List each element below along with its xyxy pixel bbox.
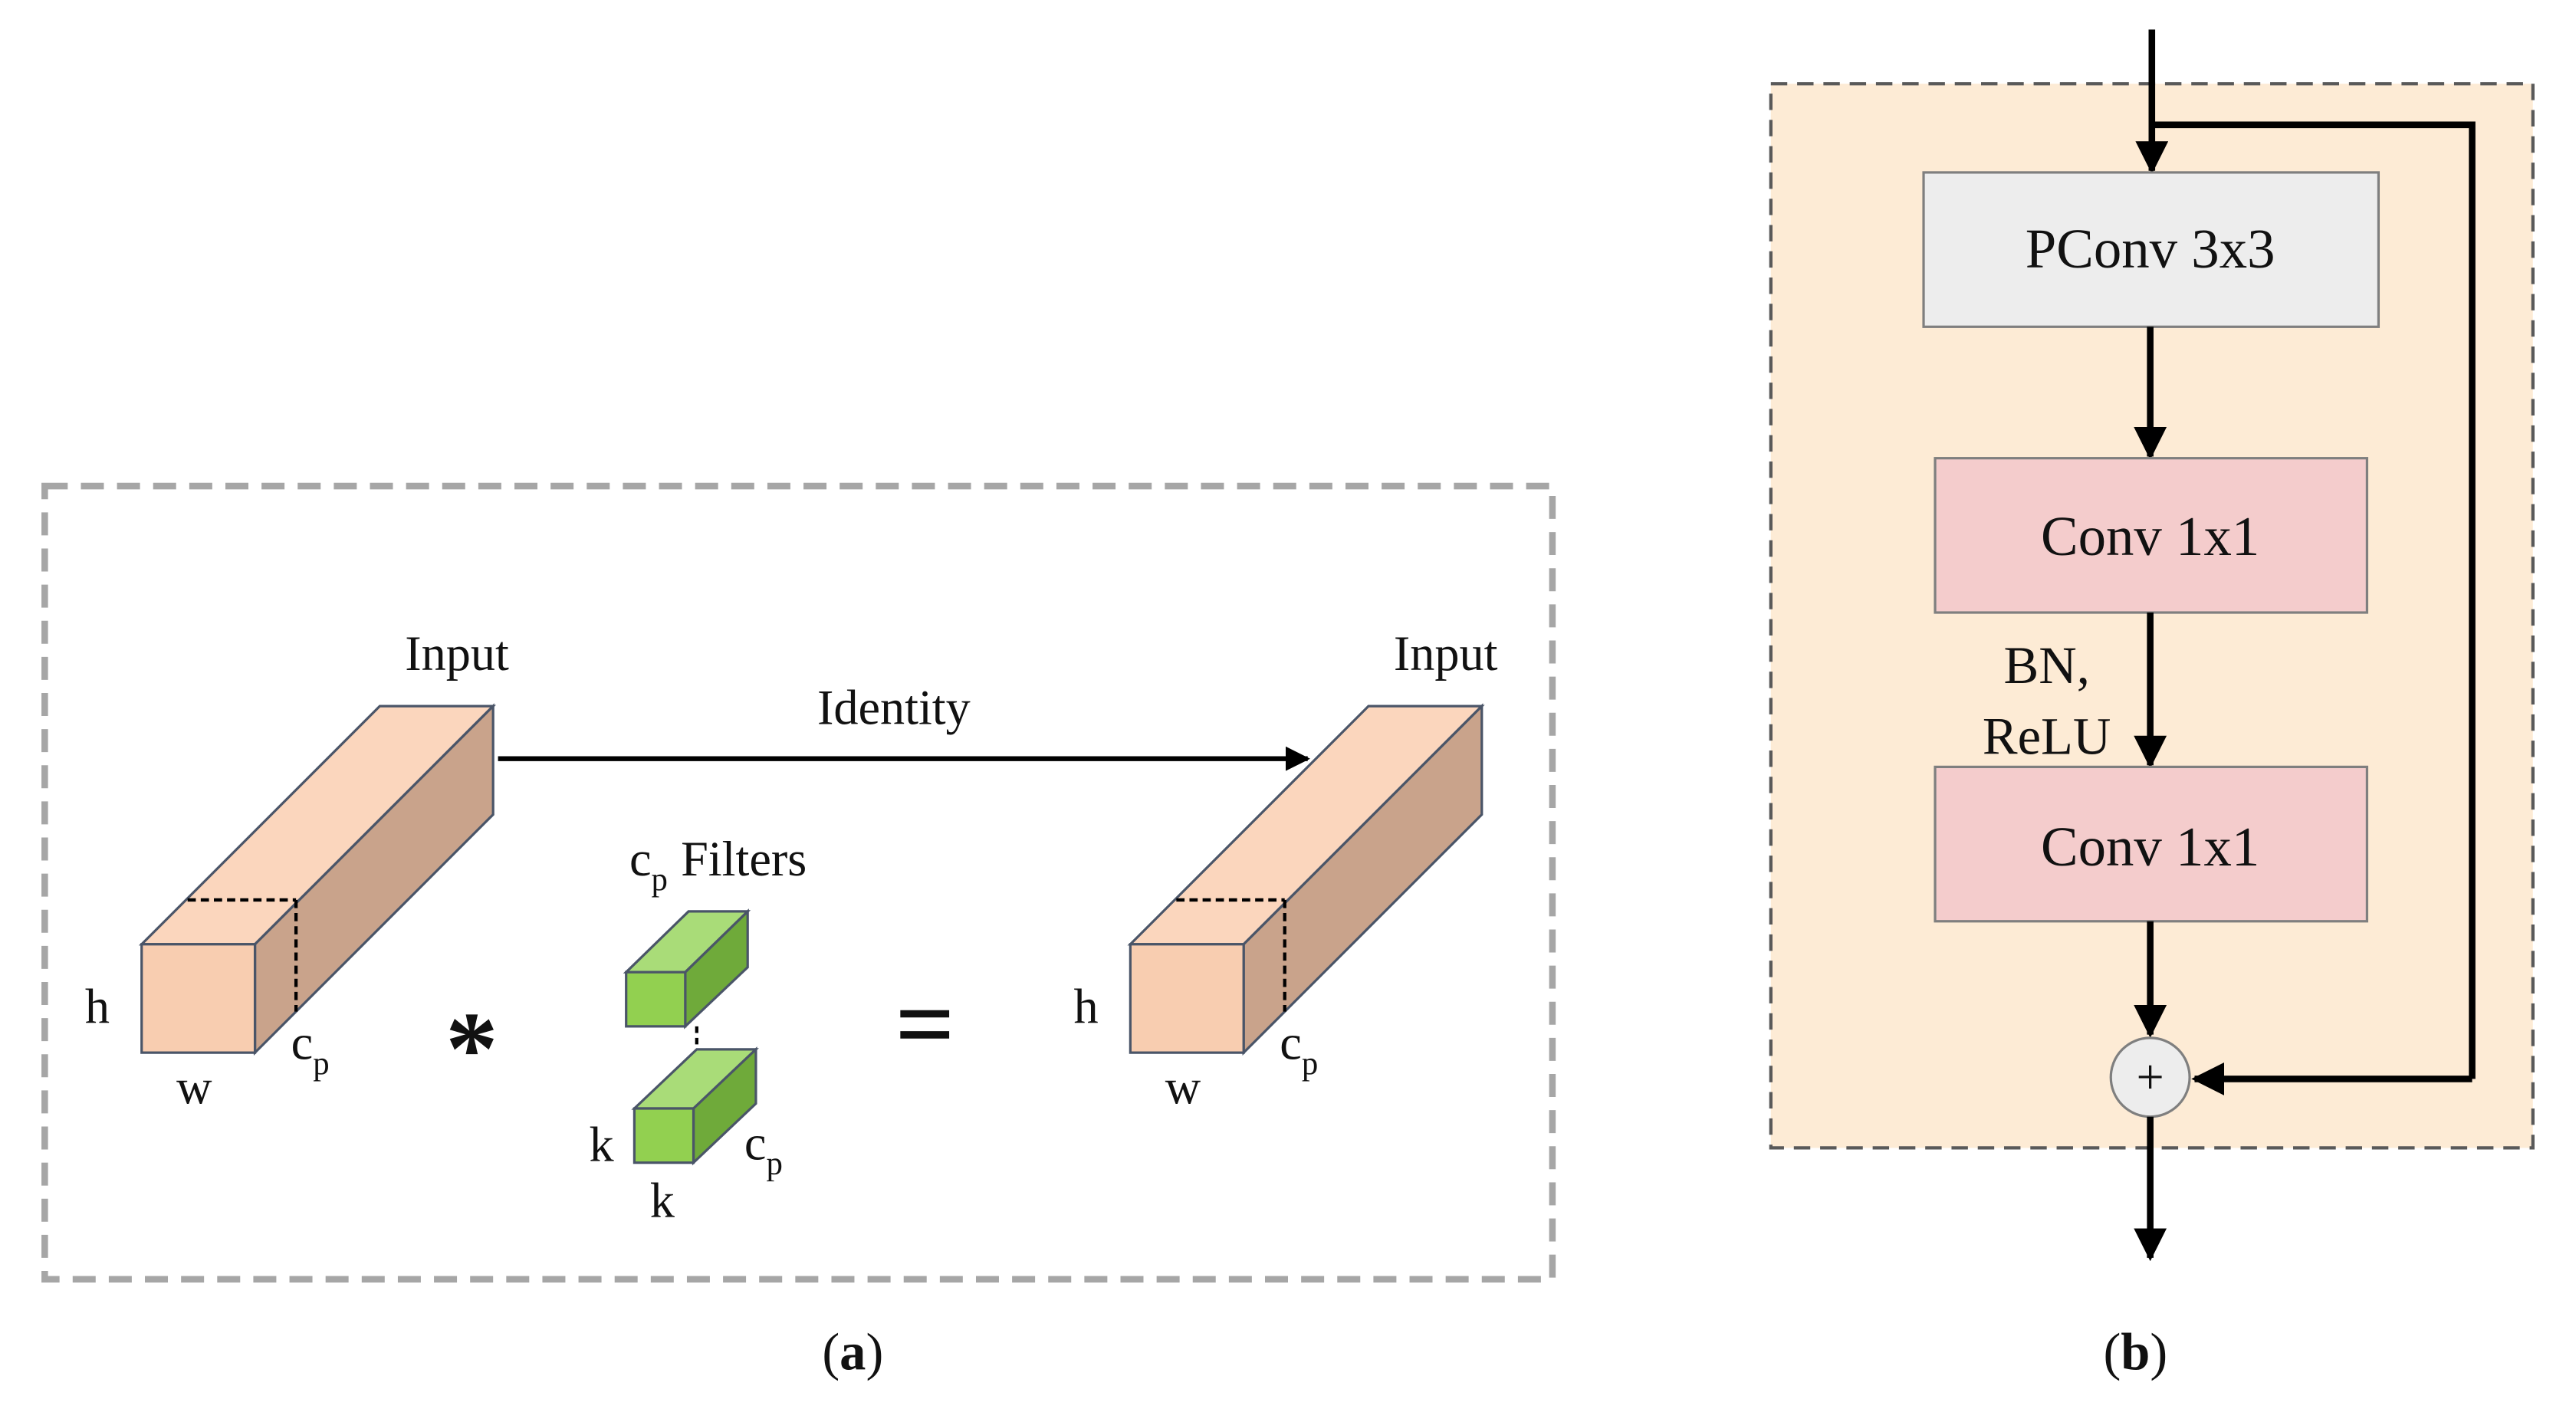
input-left-dim-h: h — [85, 980, 110, 1034]
input-left-label: Input — [405, 626, 509, 681]
input-left-dim-cp: cp — [291, 1016, 330, 1082]
caption-a-letter: a — [840, 1323, 866, 1381]
caption-b: (b) — [2103, 1323, 2167, 1381]
filter-bottom-front-face — [632, 1107, 695, 1164]
caption-b-open: ( — [2103, 1323, 2121, 1381]
caption-b-letter: b — [2121, 1323, 2150, 1381]
filter-dim-k-side: k — [590, 1118, 615, 1172]
add-symbol: + — [2137, 1050, 2164, 1105]
caption-a: (a) — [822, 1323, 883, 1381]
input-right-label: Input — [1394, 626, 1498, 681]
input-right-dim-w: w — [1165, 1060, 1201, 1115]
filter-cube-top — [623, 908, 751, 1030]
identity-label: Identity — [817, 681, 971, 735]
input-left-dim-c: c — [291, 1016, 314, 1070]
input-left-dim-p: p — [313, 1046, 329, 1082]
bn-label: BN, — [2004, 636, 2090, 695]
input-left-dim-w: w — [176, 1060, 212, 1115]
input-right-dim-c: c — [1280, 1016, 1302, 1070]
panel-a-border — [41, 482, 1556, 1283]
filter-dim-c: c — [744, 1115, 767, 1170]
input-cuboid-left — [138, 703, 497, 1056]
filter-top-front-face — [625, 971, 687, 1028]
equals-operator: = — [895, 966, 955, 1082]
filters-label: cp Filters — [629, 832, 807, 898]
filters-label-c: c — [629, 832, 652, 886]
conv2-block — [1934, 765, 2369, 923]
conv2-label: Conv 1x1 — [2041, 816, 2259, 878]
filter-cube-bottom — [631, 1046, 759, 1166]
caption-b-close: ) — [2150, 1323, 2167, 1381]
filter-dim-k-bottom: k — [650, 1173, 675, 1227]
filters-label-p: p — [652, 862, 668, 898]
caption-a-open: ( — [822, 1323, 840, 1381]
filters-label-rest: Filters — [681, 832, 807, 886]
input-cuboid-right — [1127, 703, 1485, 1056]
filter-dim-cp: cp — [744, 1115, 783, 1181]
relu-label: ReLU — [1983, 707, 2111, 765]
pconv-block — [1922, 171, 2380, 328]
panel-b: PConv 3x3 Conv 1x1 BN, ReLU Conv 1x1 + (… — [1769, 29, 2535, 1381]
input-right-dim-cp: cp — [1280, 1016, 1318, 1082]
input-right-dim-h: h — [1073, 980, 1098, 1034]
filter-dim-p: p — [766, 1146, 782, 1182]
cuboid-left-front-face — [140, 943, 257, 1054]
input-right-dim-p: p — [1302, 1046, 1318, 1082]
pconv-label: PConv 3x3 — [2026, 218, 2275, 280]
skip-connection-line — [2151, 121, 2476, 1079]
caption-a-close: ) — [866, 1323, 883, 1381]
conv1-block — [1934, 457, 2369, 614]
convolution-operator: * — [445, 990, 498, 1107]
conv1-label: Conv 1x1 — [2041, 505, 2259, 567]
cuboid-right-front-face — [1129, 943, 1245, 1054]
